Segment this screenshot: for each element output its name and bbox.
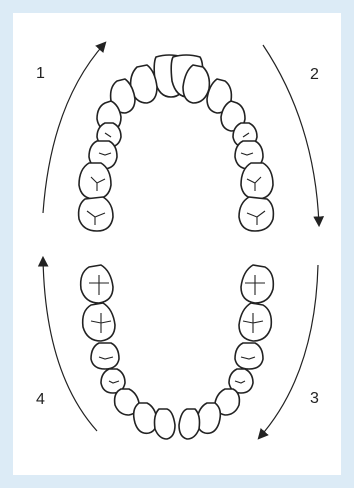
tooth-icon xyxy=(179,409,200,439)
label-quadrant-3: 3 xyxy=(310,391,319,407)
tooth-icon xyxy=(197,403,220,433)
upper-arch xyxy=(79,55,274,231)
tooth-icon xyxy=(239,303,271,341)
label-quadrant-4: 4 xyxy=(36,392,45,408)
lower-arch xyxy=(81,265,274,439)
tooth-icon xyxy=(83,303,115,341)
diagram-panel: 1 2 3 4 xyxy=(13,13,341,475)
tooth-icon xyxy=(81,265,113,303)
tooth-icon xyxy=(235,343,263,369)
label-quadrant-1: 1 xyxy=(36,66,45,82)
tooth-icon xyxy=(79,197,113,231)
dental-arch-diagram xyxy=(13,13,341,475)
tooth-icon xyxy=(134,403,157,433)
tooth-icon xyxy=(91,343,119,369)
tooth-icon xyxy=(239,197,273,231)
label-quadrant-2: 2 xyxy=(310,67,319,83)
tooth-icon xyxy=(241,265,273,303)
tooth-icon xyxy=(155,409,176,439)
